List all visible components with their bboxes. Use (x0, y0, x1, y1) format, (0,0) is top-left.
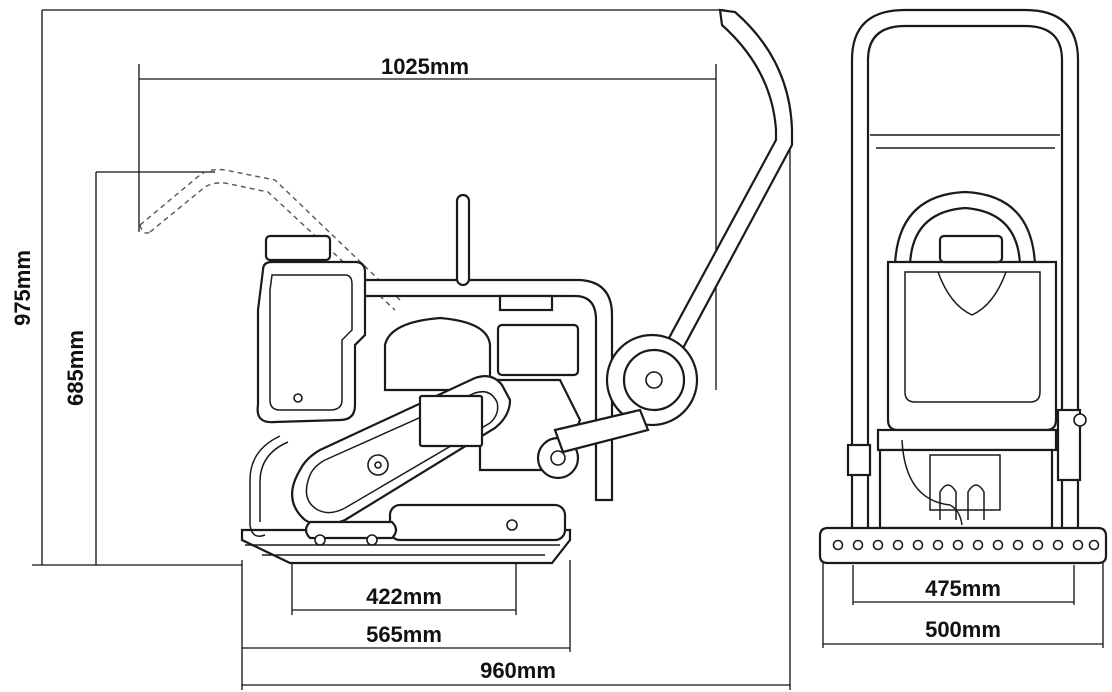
front-water-tank (886, 260, 1058, 432)
water-hose (249, 435, 281, 537)
dim-plate-width-outer: 500mm (925, 617, 1001, 642)
side-view (139, 8, 794, 565)
engine-frame (353, 278, 614, 502)
dim-overall-height: 975mm (10, 250, 35, 326)
dim-wheelbase-inner: 422mm (366, 584, 442, 609)
dim-overall-length: 960mm (480, 658, 556, 683)
handle-pivot (536, 408, 650, 480)
exhaust-pipe (455, 193, 471, 287)
front-plate-holes (832, 539, 1100, 551)
lifting-bar (304, 520, 398, 540)
belt-guard-window (418, 394, 484, 448)
dimension-lines (32, 9, 1104, 690)
belt-guard (291, 375, 512, 527)
water-tank (256, 234, 367, 424)
front-tank-cap (938, 234, 1004, 264)
dim-plate-width-inner: 475mm (925, 576, 1001, 601)
lowered-handle-outline (139, 168, 401, 311)
transport-wheel (605, 333, 699, 427)
water-tank-cap (264, 234, 332, 262)
dim-lowered-handle-height: 685mm (63, 330, 88, 406)
air-filter (496, 323, 580, 377)
dim-plate-length: 565mm (366, 622, 442, 647)
dim-handle-reach: 1025mm (381, 54, 469, 79)
front-view (818, 8, 1108, 565)
exciter-housing (388, 503, 567, 542)
